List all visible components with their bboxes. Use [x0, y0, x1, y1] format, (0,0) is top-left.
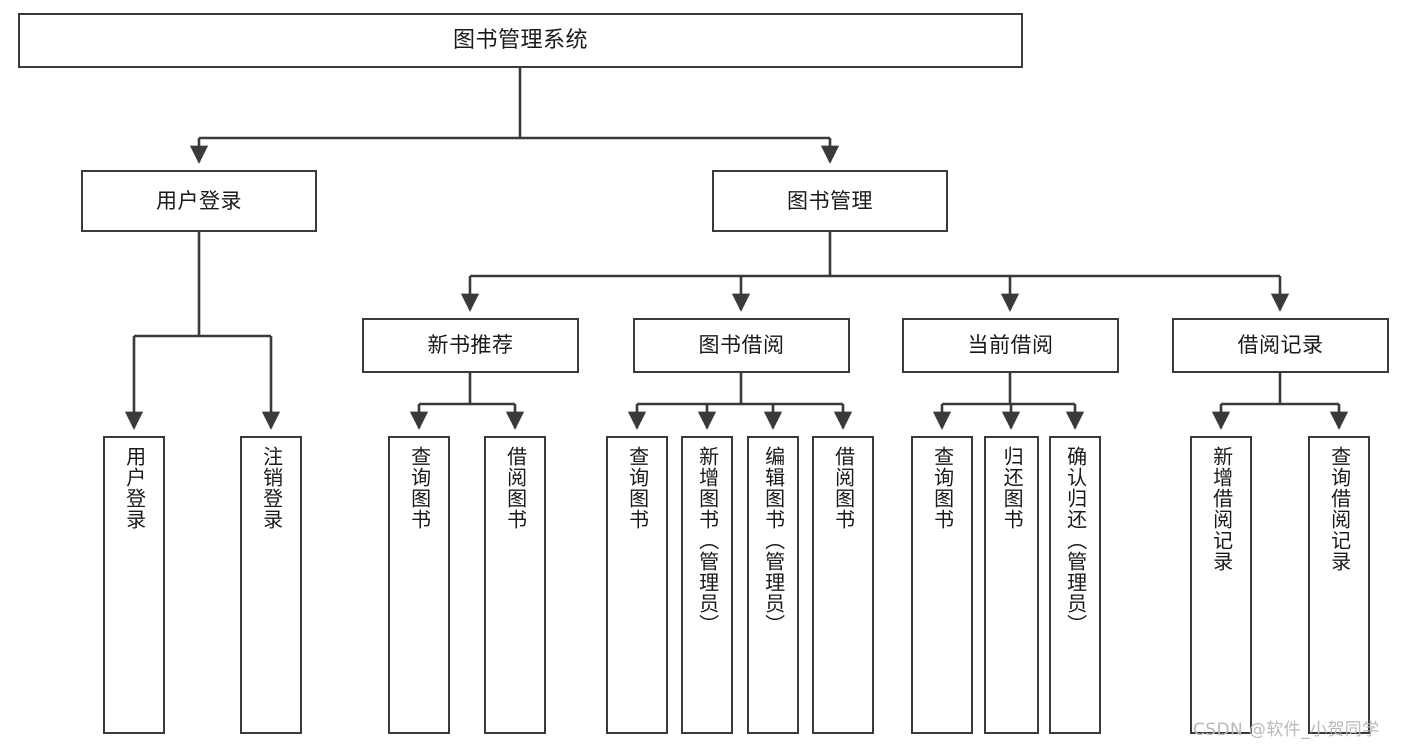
node-leaf-borrow-book-2[interactable]: 借阅图书 [812, 436, 874, 734]
node-new-book-recommend-label: 新书推荐 [427, 333, 514, 358]
node-leaf-borrow-book-1-label: 借阅图书 [503, 446, 528, 530]
node-leaf-query-record-label: 查询借阅记录 [1327, 446, 1352, 572]
node-leaf-query-book-1-label: 查询图书 [407, 446, 432, 530]
node-new-book-recommend[interactable]: 新书推荐 [362, 318, 579, 373]
node-leaf-query-book-3[interactable]: 查询图书 [911, 436, 973, 734]
node-leaf-edit-book-label: 编辑图书（管理员） [761, 446, 786, 635]
node-book-management[interactable]: 图书管理 [712, 170, 948, 232]
node-leaf-add-record[interactable]: 新增借阅记录 [1190, 436, 1252, 734]
node-leaf-return-book-label: 归还图书 [1000, 446, 1025, 530]
node-current-borrow[interactable]: 当前借阅 [902, 318, 1119, 373]
watermark: CSDN @软件_小贺同学 [1193, 720, 1380, 740]
node-leaf-query-record[interactable]: 查询借阅记录 [1308, 436, 1370, 734]
node-leaf-add-book[interactable]: 新增图书（管理员） [681, 436, 733, 734]
node-leaf-query-book-2[interactable]: 查询图书 [606, 436, 668, 734]
node-borrow-record-label: 借阅记录 [1237, 333, 1324, 358]
node-leaf-query-book-2-label: 查询图书 [625, 446, 650, 530]
node-leaf-user-login[interactable]: 用户登录 [103, 436, 165, 734]
node-book-borrow-label: 图书借阅 [698, 333, 785, 358]
node-leaf-query-book-1[interactable]: 查询图书 [388, 436, 450, 734]
node-root-label: 图书管理系统 [452, 27, 588, 53]
node-user-login-label: 用户登录 [156, 188, 242, 213]
node-leaf-borrow-book-1[interactable]: 借阅图书 [484, 436, 546, 734]
node-leaf-query-book-3-label: 查询图书 [930, 446, 955, 530]
node-leaf-add-book-label: 新增图书（管理员） [695, 446, 720, 635]
node-leaf-add-record-label: 新增借阅记录 [1209, 446, 1234, 572]
node-leaf-confirm-return-label: 确认归还（管理员） [1063, 446, 1088, 635]
node-leaf-user-login-label: 用户登录 [122, 446, 147, 530]
node-leaf-logout-login[interactable]: 注销登录 [240, 436, 302, 734]
node-leaf-confirm-return[interactable]: 确认归还（管理员） [1049, 436, 1101, 734]
node-leaf-edit-book[interactable]: 编辑图书（管理员） [747, 436, 799, 734]
node-user-login[interactable]: 用户登录 [81, 170, 317, 232]
node-book-management-label: 图书管理 [787, 188, 873, 213]
node-leaf-return-book[interactable]: 归还图书 [984, 436, 1039, 734]
node-root[interactable]: 图书管理系统 [18, 13, 1023, 68]
node-leaf-borrow-book-2-label: 借阅图书 [831, 446, 856, 530]
node-leaf-logout-login-label: 注销登录 [259, 446, 284, 530]
node-current-borrow-label: 当前借阅 [967, 333, 1054, 358]
node-book-borrow[interactable]: 图书借阅 [633, 318, 850, 373]
node-borrow-record[interactable]: 借阅记录 [1172, 318, 1389, 373]
